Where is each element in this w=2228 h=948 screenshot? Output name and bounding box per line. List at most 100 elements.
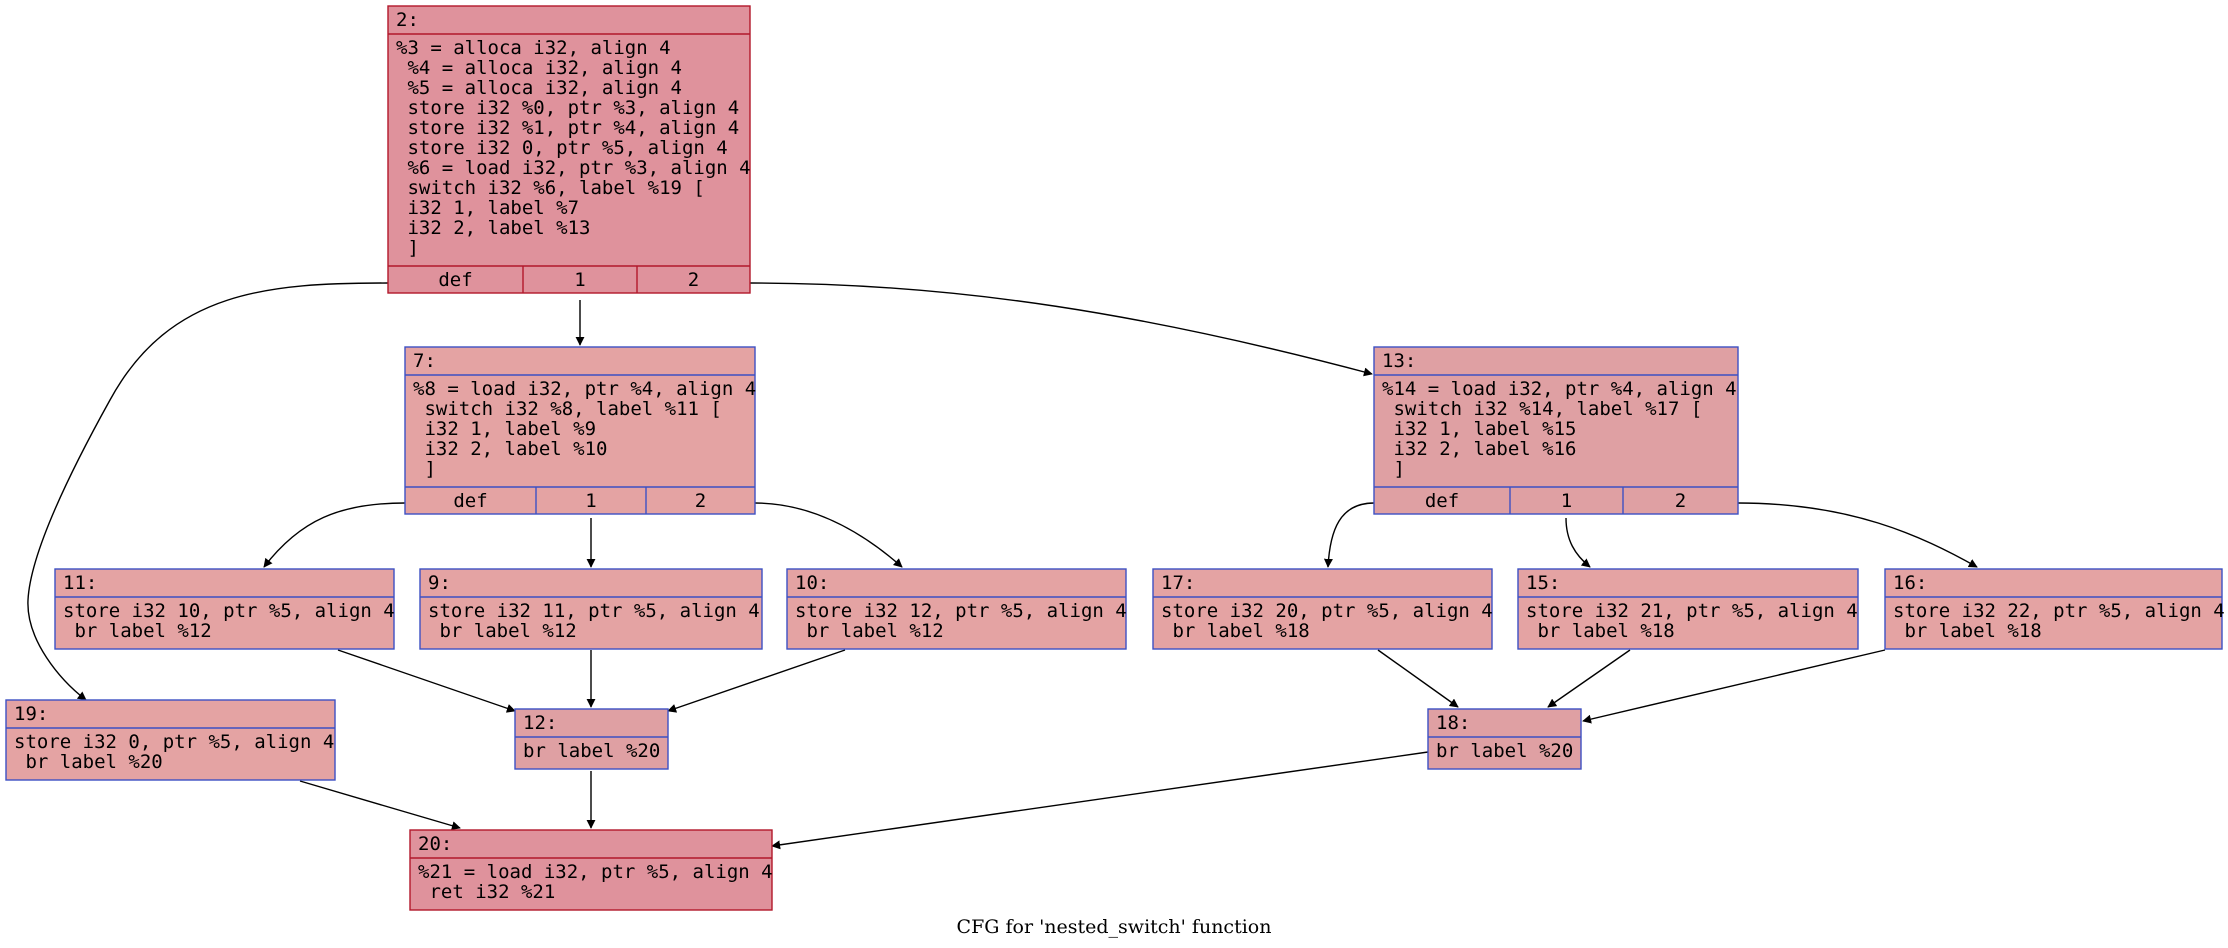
port-label-1: 1 xyxy=(574,269,585,291)
nodes-layer: 2:%3 = alloca i32, align 4 %4 = alloca i… xyxy=(5,5,2225,911)
instruction-line: ] xyxy=(413,458,436,480)
edges-layer xyxy=(27,282,1978,850)
block-box xyxy=(1152,568,1493,650)
edge-7-to-10 xyxy=(754,502,903,568)
instruction-line: switch i32 %8, label %11 [ xyxy=(413,398,722,420)
instruction-line: br label %12 xyxy=(63,620,212,642)
edge-15-to-18 xyxy=(1547,649,1631,708)
instruction-line: switch i32 %14, label %17 [ xyxy=(1382,398,1702,420)
edge-17-to-18 xyxy=(1377,649,1459,708)
instruction-line: store i32 20, ptr %5, align 4 xyxy=(1161,600,1493,622)
instruction-line: br label %18 xyxy=(1526,620,1675,642)
block-12: 12: br label %20 xyxy=(514,708,669,770)
edge-11-to-12 xyxy=(337,649,516,713)
block-header: 7: xyxy=(413,350,436,372)
block-19: 19: store i32 0, ptr %5, align 4 br label… xyxy=(5,699,336,781)
instruction-line: br label %18 xyxy=(1893,620,2042,642)
block-box xyxy=(1427,708,1582,770)
instruction-line: store i32 10, ptr %5, align 4 xyxy=(63,600,395,622)
instruction-line: br label %18 xyxy=(1161,620,1310,642)
block-header: 10: xyxy=(795,572,829,594)
instruction-line: store i32 12, ptr %5, align 4 xyxy=(795,600,1127,622)
block-header: 18: xyxy=(1436,712,1470,734)
port-label-def: def xyxy=(453,490,487,512)
instruction-line: ret i32 %21 xyxy=(418,881,555,903)
edge-10-to-12 xyxy=(667,649,846,713)
edge-13-to-17 xyxy=(1323,502,1375,568)
instruction-line: i32 1, label %15 xyxy=(1382,418,1576,440)
edge-7-to-11 xyxy=(263,502,406,568)
block-box xyxy=(5,699,336,781)
block-header: 12: xyxy=(523,712,557,734)
block-header: 16: xyxy=(1893,572,1927,594)
instruction-line: %6 = load i32, ptr %3, align 4 xyxy=(396,157,751,179)
block-header: 11: xyxy=(63,572,97,594)
block-16: 16: store i32 22, ptr %5, align 4 br labe… xyxy=(1884,568,2225,650)
instruction-line: br label %12 xyxy=(428,620,577,642)
instruction-line: i32 2, label %16 xyxy=(1382,438,1576,460)
instruction-line: %14 = load i32, ptr %4, align 4 xyxy=(1382,378,1737,400)
port-label-2: 2 xyxy=(688,269,699,291)
instruction-line: store i32 21, ptr %5, align 4 xyxy=(1526,600,1858,622)
instruction-line: %21 = load i32, ptr %5, align 4 xyxy=(418,861,773,883)
instruction-line: store i32 0, ptr %5, align 4 xyxy=(396,137,728,159)
block-10: 10: store i32 12, ptr %5, align 4 br labe… xyxy=(786,568,1127,650)
instruction-line: br label %20 xyxy=(14,751,163,773)
block-box xyxy=(419,568,763,650)
block-header: 9: xyxy=(428,572,451,594)
port-label-2: 2 xyxy=(695,490,706,512)
block-15: 15: store i32 21, ptr %5, align 4 br labe… xyxy=(1517,568,1859,650)
instruction-line: %3 = alloca i32, align 4 xyxy=(396,37,671,59)
edge-16-to-18 xyxy=(1582,649,1886,724)
port-label-def: def xyxy=(438,269,472,291)
instruction-line: ] xyxy=(396,237,419,259)
edge-19-to-20 xyxy=(299,780,461,831)
instruction-line: store i32 0, ptr %5, align 4 xyxy=(14,731,334,753)
instruction-line: ] xyxy=(1382,458,1405,480)
port-label-1: 1 xyxy=(585,490,596,512)
block-2: 2:%3 = alloca i32, align 4 %4 = alloca i… xyxy=(387,5,751,294)
block-17: 17: store i32 20, ptr %5, align 4 br labe… xyxy=(1152,568,1493,650)
instruction-line: store i32 %1, ptr %4, align 4 xyxy=(396,117,739,139)
edge-2-to-13 xyxy=(749,282,1373,377)
diagram-caption: CFG for 'nested_switch' function xyxy=(957,916,1272,938)
block-box xyxy=(786,568,1127,650)
block-7: 7: %8 = load i32, ptr %4, align 4 switch … xyxy=(404,346,756,515)
instruction-line: br label %12 xyxy=(795,620,944,642)
instruction-line: switch i32 %6, label %19 [ xyxy=(396,177,705,199)
block-box xyxy=(514,708,669,770)
edge-13-to-16 xyxy=(1737,502,1978,568)
block-9: 9: store i32 11, ptr %5, align 4 br label… xyxy=(419,568,763,650)
instruction-line: store i32 22, ptr %5, align 4 xyxy=(1893,600,2225,622)
block-header: 15: xyxy=(1526,572,1560,594)
block-18: 18: br label %20 xyxy=(1427,708,1582,770)
edge-13-to-15 xyxy=(1565,517,1591,568)
block-header: 13: xyxy=(1382,350,1416,372)
instruction-line: i32 2, label %13 xyxy=(396,217,590,239)
block-header: 19: xyxy=(14,703,48,725)
block-20: 20: %21 = load i32, ptr %5, align 4 ret i… xyxy=(409,829,773,911)
instruction-line: store i32 11, ptr %5, align 4 xyxy=(428,600,760,622)
block-header: 17: xyxy=(1161,572,1195,594)
port-label-2: 2 xyxy=(1675,490,1686,512)
instruction-line: i32 2, label %10 xyxy=(413,438,607,460)
instruction-line: %8 = load i32, ptr %4, align 4 xyxy=(413,378,756,400)
edge-18-to-20 xyxy=(771,751,1429,850)
block-11: 11: store i32 10, ptr %5, align 4 br labe… xyxy=(54,568,395,650)
port-label-def: def xyxy=(1425,490,1459,512)
instruction-line: %4 = alloca i32, align 4 xyxy=(396,57,682,79)
instruction-line: br label %20 xyxy=(523,740,660,762)
block-box xyxy=(54,568,395,650)
block-box xyxy=(1884,568,2223,650)
port-label-1: 1 xyxy=(1561,490,1572,512)
block-header: 20: xyxy=(418,833,452,855)
block-13: 13: %14 = load i32, ptr %4, align 4 switc… xyxy=(1373,346,1739,515)
instruction-line: %5 = alloca i32, align 4 xyxy=(396,77,682,99)
block-box xyxy=(1517,568,1859,650)
block-box xyxy=(387,5,751,294)
instruction-line: store i32 %0, ptr %3, align 4 xyxy=(396,97,739,119)
instruction-line: br label %20 xyxy=(1436,740,1573,762)
block-box xyxy=(409,829,773,911)
instruction-line: i32 1, label %9 xyxy=(413,418,596,440)
